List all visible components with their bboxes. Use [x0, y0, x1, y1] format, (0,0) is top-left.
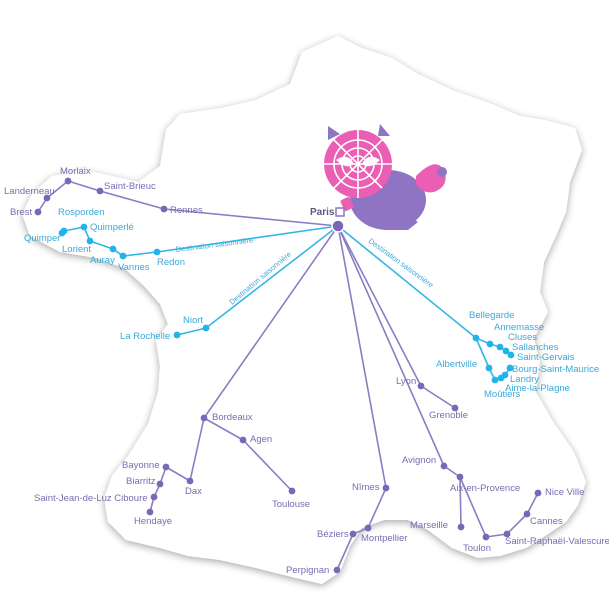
city-label-vannes: Vannes — [118, 262, 150, 273]
city-label-saint-brieuc: Saint-Brieuc — [104, 181, 156, 192]
city-label-brest: Brest — [10, 207, 33, 218]
station-dot-biarritz[interactable] — [156, 480, 164, 488]
station-dot-sallanches[interactable] — [502, 347, 510, 355]
station-dot-perpignan[interactable] — [333, 566, 341, 574]
city-label-toulouse: Toulouse — [272, 499, 310, 510]
city-label-annemasse: Annemasse — [494, 322, 544, 333]
station-dot-agen[interactable] — [239, 436, 247, 444]
station-dot-marseille[interactable] — [457, 523, 465, 531]
station-dot-nimes[interactable] — [382, 484, 390, 492]
station-dot-bourg-saint-maurice[interactable] — [506, 364, 514, 372]
city-label-perpignan: Perpignan — [286, 565, 329, 576]
city-label-bourg-saint-maurice: Bourg-Saint-Maurice — [512, 364, 599, 375]
city-label-avignon: Avignon — [402, 455, 436, 466]
station-dots — [34, 177, 542, 574]
station-dot-redon[interactable] — [153, 248, 161, 256]
city-label-marseille: Marseille — [410, 520, 448, 531]
station-dot-beziers[interactable] — [349, 530, 357, 538]
station-dot-auray[interactable] — [109, 245, 117, 253]
city-label-saint-gervais: Saint-Gervais — [517, 352, 575, 363]
city-label-albertville: Albertville — [436, 359, 477, 370]
city-label-la-rochelle: La Rochelle — [120, 331, 170, 342]
city-label-nimes: Nîmes — [352, 482, 380, 493]
station-dot-quimperle[interactable] — [80, 223, 88, 231]
station-dot-toulon[interactable] — [482, 533, 490, 541]
station-dot-nice[interactable] — [534, 489, 542, 497]
route-line-8 — [459, 476, 462, 528]
paris-hub-dot[interactable] — [331, 219, 345, 233]
city-label-rennes: Rennes — [170, 205, 203, 216]
city-label-beziers: Béziers — [317, 529, 349, 540]
city-label-cluses: Cluses — [508, 332, 537, 343]
station-dot-rennes[interactable] — [160, 205, 168, 213]
city-label-saint-jean-de-luz: Saint-Jean-de-Luz Ciboure — [34, 493, 148, 504]
station-dot-bayonne[interactable] — [162, 463, 170, 471]
city-label-landerneau: Landerneau — [4, 186, 55, 197]
station-dot-morlaix[interactable] — [64, 177, 72, 185]
city-label-rosporden: Rosporden — [58, 207, 104, 218]
station-dot-toulouse[interactable] — [288, 487, 296, 495]
station-dot-dax[interactable] — [186, 477, 194, 485]
station-dot-saint-gervais[interactable] — [507, 351, 515, 359]
city-label-montpellier: Montpellier — [361, 533, 407, 544]
city-label-toulon: Toulon — [463, 543, 491, 554]
station-dot-saint-jean-de-luz[interactable] — [150, 493, 158, 501]
city-label-lyon: Lyon — [396, 376, 416, 387]
paris-label: Paris — [310, 207, 335, 218]
station-dot-aime-la-plagne[interactable] — [497, 374, 505, 382]
city-label-saint-raphael: Saint-Raphaël-Valescure — [505, 536, 609, 547]
city-label-aix-en-provence: Aix-en-Provence — [450, 483, 520, 494]
city-label-morlaix: Morlaix — [60, 166, 91, 177]
city-label-nice-ville: Nice Ville — [545, 487, 584, 498]
city-label-sallanches: Sallanches — [512, 342, 559, 353]
city-label-quimper: Quimper — [24, 233, 60, 244]
route-line-4 — [203, 225, 339, 492]
city-label-landry: Landry — [510, 374, 539, 385]
city-label-biarritz: Biarritz — [126, 476, 156, 487]
station-dot-brest[interactable] — [34, 208, 42, 216]
city-label-bordeaux: Bordeaux — [212, 412, 253, 423]
city-label-dax: Dax — [185, 486, 202, 497]
station-dot-la-rochelle[interactable] — [173, 331, 181, 339]
city-label-aime-la-plagne: Aime-la-Plagne — [505, 383, 570, 394]
station-dot-grenoble[interactable] — [451, 404, 459, 412]
city-labels: Morlaix Landerneau Brest Saint-Brieuc Re… — [4, 166, 609, 576]
city-label-niort: Niort — [183, 315, 203, 326]
city-label-redon: Redon — [157, 257, 185, 268]
station-dot-landerneau[interactable] — [43, 194, 51, 202]
station-dot-avignon[interactable] — [440, 462, 448, 470]
station-dot-annemasse[interactable] — [486, 340, 494, 348]
city-label-bellegarde: Bellegarde — [469, 310, 514, 321]
city-label-bayonne: Bayonne — [122, 460, 160, 471]
mascot-illustration — [324, 124, 447, 230]
city-label-grenoble: Grenoble — [429, 410, 468, 421]
city-label-cannes: Cannes — [530, 516, 563, 527]
city-label-auray: Auray — [90, 255, 115, 266]
station-dot-bellegarde[interactable] — [472, 334, 480, 342]
station-dot-saint-brieuc[interactable] — [96, 187, 104, 195]
station-dot-quimper[interactable] — [58, 229, 66, 237]
station-dot-saint-raphael[interactable] — [503, 530, 511, 538]
station-dot-vannes[interactable] — [119, 252, 127, 260]
station-dot-lyon[interactable] — [417, 382, 425, 390]
city-label-moutiers: Moûtiers — [484, 389, 521, 400]
station-dot-niort[interactable] — [202, 324, 210, 332]
station-dot-cannes[interactable] — [523, 510, 531, 518]
station-dot-moutiers[interactable] — [491, 376, 499, 384]
city-label-quimperle: Quimperlé — [90, 222, 134, 233]
city-label-lorient: Lorient — [62, 244, 91, 255]
station-dot-hendaye[interactable] — [146, 508, 154, 516]
station-dot-albertville[interactable] — [485, 364, 493, 372]
station-dot-lorient[interactable] — [86, 237, 94, 245]
station-dot-cluses[interactable] — [496, 343, 504, 351]
station-dot-bordeaux[interactable] — [200, 414, 208, 422]
station-dot-montpellier[interactable] — [364, 524, 372, 532]
city-label-hendaye: Hendaye — [134, 516, 172, 527]
city-label-agen: Agen — [250, 434, 272, 445]
station-dot-aix[interactable] — [456, 473, 464, 481]
